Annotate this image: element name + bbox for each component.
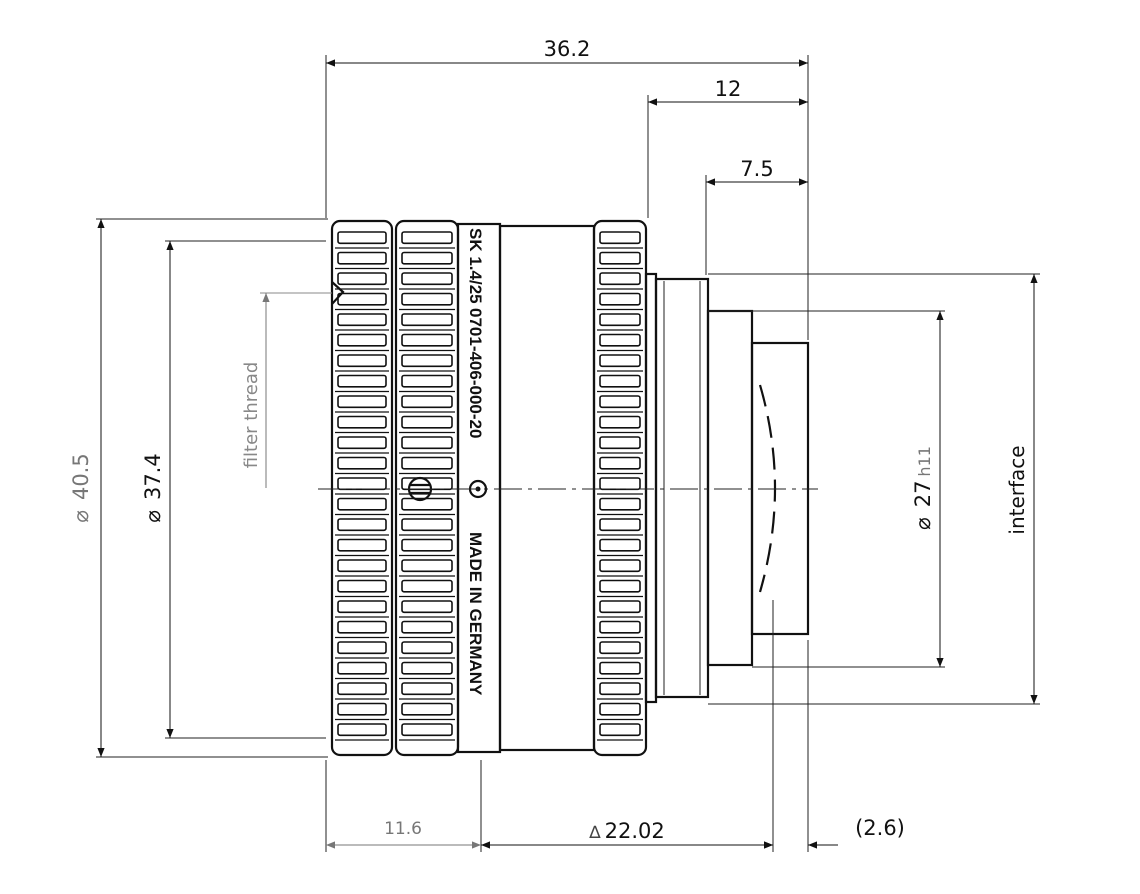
outer-diameter-symbol: ⌀ (69, 510, 93, 523)
diameter-extension-lines (96, 218, 1040, 758)
knurl-diameter-symbol: ⌀ (141, 510, 165, 523)
outer-diameter-value: 40.5 (69, 453, 93, 500)
filter-thread-label: filter thread (241, 362, 262, 469)
flange-diameter-label: ⌀ 27 h11 (911, 446, 935, 530)
front-section-label: 11.6 (384, 819, 422, 839)
focus-knurl-ring (394, 219, 460, 757)
flange-focal-label: ∆22.02 (588, 819, 665, 843)
smooth-barrel (498, 224, 596, 752)
mount-flange (644, 272, 710, 704)
filter-thread-notch (331, 281, 345, 305)
flange-focal-value: 22.02 (605, 819, 665, 843)
aperture-knurl-ring (592, 219, 648, 757)
engraving-origin: MADE IN GERMANY (466, 532, 485, 696)
delta-symbol: ∆ (588, 823, 601, 843)
back-protrusion-label: (2.6) (855, 816, 905, 840)
outer-diameter-label: ⌀ 40.5 (69, 453, 93, 522)
engraving-part-number: 0701-406-000-20 (466, 308, 485, 438)
overall-length-label: 36.2 (544, 37, 591, 61)
flange-diameter-symbol: ⌀ (911, 517, 935, 530)
knurl-diameter-label: ⌀ 37.4 (141, 453, 165, 522)
engraving-brand: SK 1.4/25 (466, 228, 485, 304)
knurl-diameter-value: 37.4 (141, 453, 165, 500)
flange-tolerance: h11 (915, 446, 934, 477)
rear-thread (706, 309, 810, 667)
extension-lines (325, 55, 809, 852)
front-knurl-ring (330, 219, 394, 757)
mount-length-label: 12 (715, 77, 742, 101)
interface-label: interface (1005, 445, 1029, 534)
lens-body (330, 219, 810, 757)
thread-length-label: 7.5 (740, 157, 773, 181)
engraving-text: SK 1.4/25 0701-406-000-20 (466, 228, 485, 438)
flange-diameter-value: 27 (911, 481, 935, 508)
